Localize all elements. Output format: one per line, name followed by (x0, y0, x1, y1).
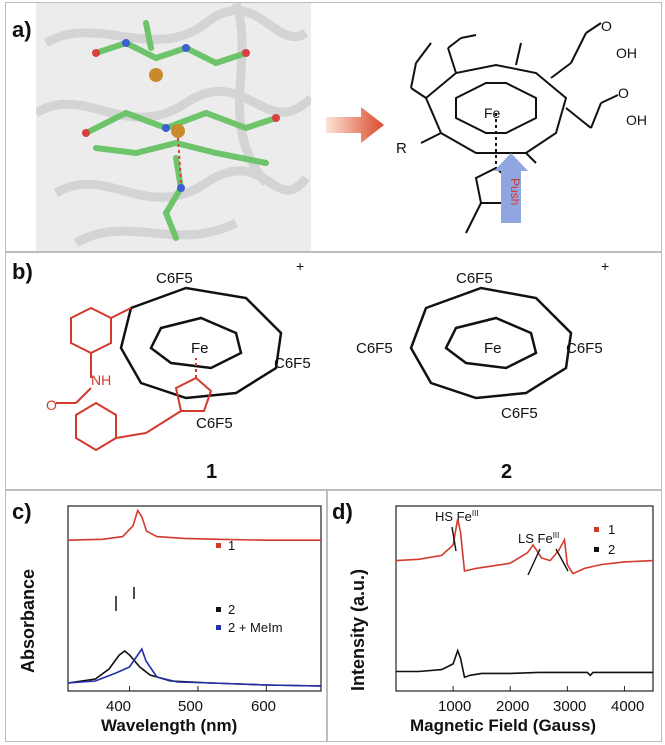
panel-d-label: d) (332, 499, 353, 524)
legend-marker-1 (216, 543, 221, 548)
compound-1-charge: + (296, 258, 304, 274)
push-arrow-right (326, 107, 384, 143)
epr-annotation-arrow-1 (451, 526, 457, 552)
epr-plot-frame (395, 505, 654, 692)
compound-2-structure: C6F5 C6F5 C6F5 C6F5 Fe + 2 (356, 258, 609, 483)
iron-atom (149, 68, 163, 82)
uv-vis-series-line-2 (67, 649, 322, 687)
c6f5-left-label-2: C6F5 (356, 340, 393, 357)
acid-o-label-2: O (618, 85, 629, 101)
heme-r-label: R (396, 140, 407, 157)
uv-vis-tick-500: 500 (178, 698, 203, 715)
epr-tick-3000: 3000 (553, 698, 586, 715)
acid-oh-label-2: OH (626, 112, 647, 128)
amide-nh-label: NH (91, 372, 111, 388)
protein-structure-image (36, 3, 311, 251)
push-label: Push (508, 178, 522, 205)
c6f5-right-label: C6F5 (274, 355, 311, 372)
c6f5-bottom-label-2: C6F5 (501, 405, 538, 422)
acid-oh-label-1: OH (616, 45, 637, 61)
panel-b-label: b) (12, 259, 33, 284)
epr-annotation-arrow-2 (527, 548, 541, 576)
legend-label-2: 2 (228, 602, 235, 617)
epr-annotation-hs: HS FeIII (435, 509, 479, 524)
c6f5-top-label-2: C6F5 (456, 270, 493, 287)
uv-vis-series-line-1 (67, 508, 321, 542)
epr-series-line-1 (395, 518, 654, 575)
c6f5-right-label-2: C6F5 (566, 340, 603, 357)
epr-tick-2000: 2000 (496, 698, 529, 715)
uv-vis-ylabel: Absorbance (18, 569, 38, 673)
push-arrow-shaft (501, 168, 521, 223)
panel-c-label: c) (12, 499, 32, 524)
compound-2-iron-label: Fe (484, 340, 502, 357)
uv-vis-xlabel: Wavelength (nm) (101, 716, 237, 735)
push-arrow-head (494, 153, 528, 171)
epr-annotation-arrow-3 (555, 548, 569, 572)
epr-chart: Intensity (a.u.) Magnetic Field (Gauss) … (348, 505, 654, 735)
epr-annotation-ls: LS FeIII (518, 531, 559, 546)
acid-o-label-1: O (601, 18, 612, 34)
legend-label-1: 1 (228, 538, 235, 553)
compound-1-iron-label: Fe (191, 340, 209, 357)
c6f5-bottom-label: C6F5 (196, 415, 233, 432)
uv-vis-chart: Absorbance Wavelength (nm) 400 500 600 1… (18, 505, 322, 735)
compound-1-number: 1 (206, 461, 217, 483)
compound-2-charge: + (601, 258, 609, 274)
panel-b: b) C6F5 C6F5 C6F5 Fe + NH O 1 (5, 252, 662, 490)
heme-iron-label: Fe (484, 105, 501, 121)
compound-2-number: 2 (501, 461, 512, 483)
legend-label-2-meim: 2 + MeIm (228, 620, 283, 635)
epr-ylabel: Intensity (a.u.) (348, 569, 368, 691)
epr-tick-1000: 1000 (438, 698, 471, 715)
uv-vis-tick-600: 600 (251, 698, 276, 715)
compound-1-structure: C6F5 C6F5 C6F5 Fe + NH O 1 (46, 258, 311, 483)
panel-a: a) (5, 2, 662, 252)
heme-structure-diagram: Fe R O OH O OH Push (396, 18, 647, 234)
amide-o-label: O (46, 397, 57, 413)
legend-marker-2-meim (216, 625, 221, 630)
epr-series-line-2 (396, 648, 653, 679)
epr-legend-label-1: 1 (608, 522, 615, 537)
panel-a-label: a) (12, 17, 32, 42)
epr-legend-marker-1 (594, 527, 599, 532)
legend-marker-2 (216, 607, 221, 612)
uv-vis-series-line-3 (67, 647, 322, 687)
panel-d: d) Intensity (a.u.) Magnetic Field (Gaus… (327, 490, 662, 742)
epr-xlabel: Magnetic Field (Gauss) (410, 716, 596, 735)
epr-tick-4000: 4000 (611, 698, 644, 715)
heme-ligand-model (83, 20, 279, 241)
panel-c: c) Absorbance Wavelength (nm) 400 500 60… (5, 490, 327, 742)
uv-vis-tick-400: 400 (106, 698, 131, 715)
iron-atom-heme (171, 124, 185, 138)
epr-legend-label-2: 2 (608, 542, 615, 557)
epr-legend-marker-2 (594, 547, 599, 552)
c6f5-top-label: C6F5 (156, 270, 193, 287)
uv-vis-plot-frame (67, 505, 322, 692)
